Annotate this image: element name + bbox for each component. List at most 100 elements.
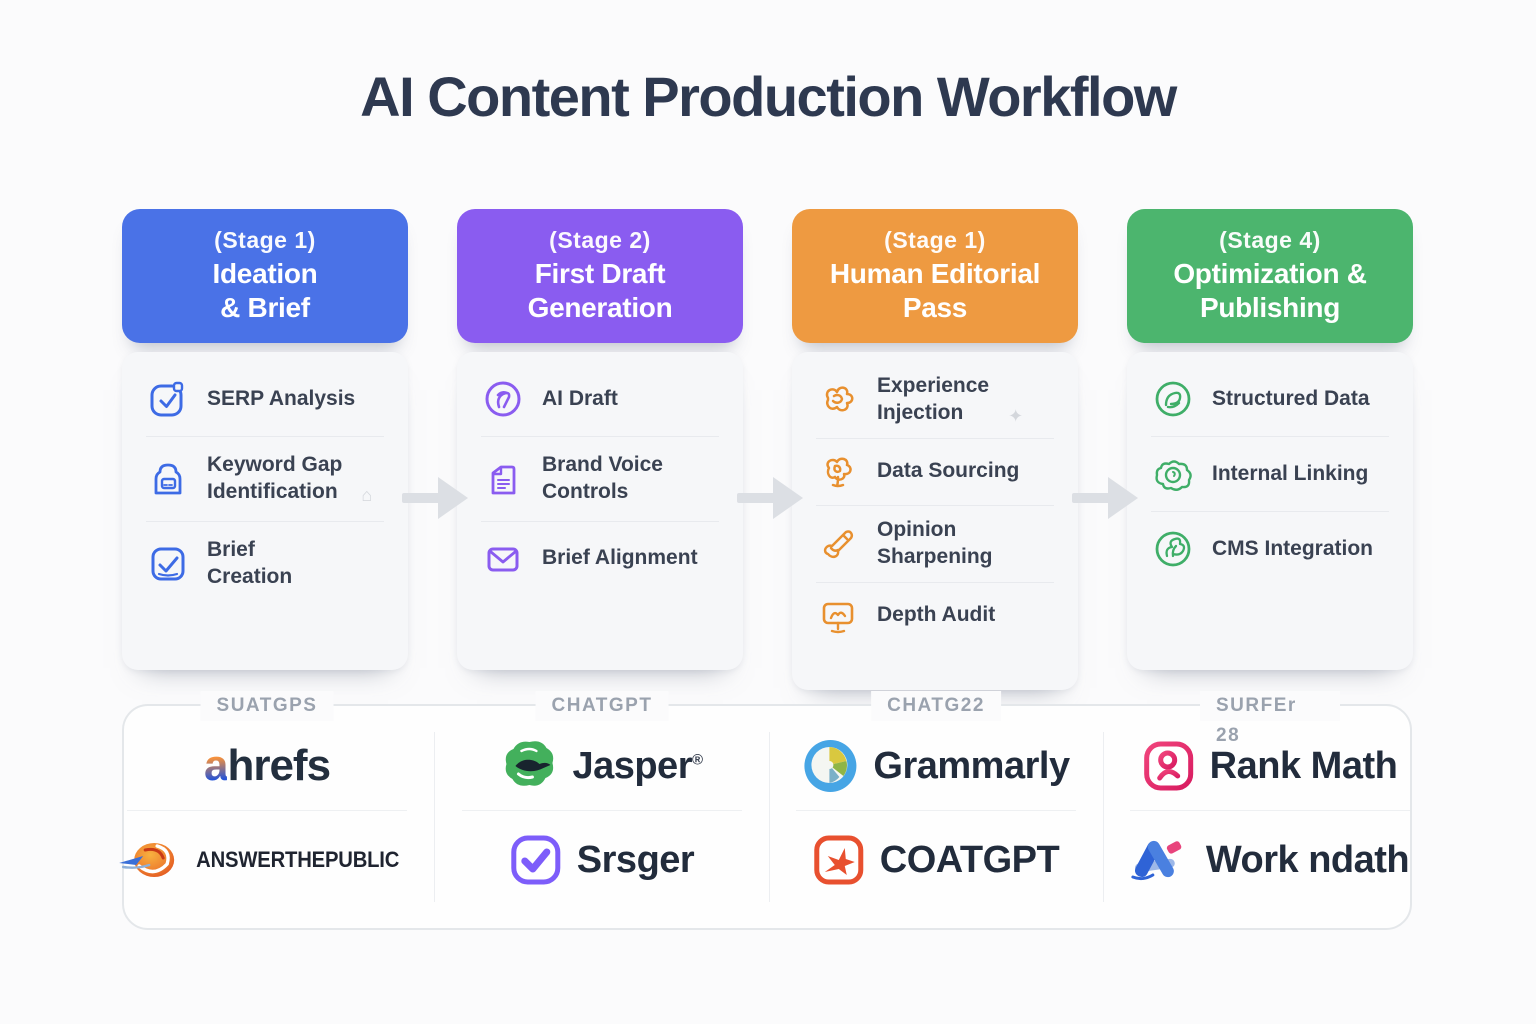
logo-answerthepublic: ANSWERTHEPUBLIC: [117, 830, 417, 890]
tool-group-label: CHATGPT: [535, 691, 669, 721]
logo-text: Srsger: [576, 838, 695, 881]
divider: [1103, 732, 1104, 902]
logo-text: Grammarly: [873, 744, 1070, 787]
stage-tag: (Stage 1): [884, 226, 986, 253]
logo-srsger: Srsger: [510, 830, 695, 890]
divider: [796, 810, 1076, 811]
item-label: Keyword Gap Identification: [207, 453, 343, 503]
list-item: Brief Creation: [146, 520, 384, 606]
scribble-monitor-icon: [822, 602, 854, 633]
cross-flower-icon: [1131, 840, 1182, 881]
document-icon: [491, 465, 516, 495]
item-label: AI Draft: [542, 386, 618, 410]
list-item: CMS Integration: [1151, 511, 1389, 586]
link-camera-icon: [1155, 460, 1192, 491]
registered-mark: ®: [691, 750, 703, 768]
stage-header: (Stage 1) Human Editorial Pass: [792, 209, 1078, 343]
stage-name: Human Editorial Pass: [829, 257, 1041, 323]
page-title: AI Content Production Workflow: [360, 65, 1177, 128]
stage-card: Structured Data Internal Linking CMS Int…: [1127, 352, 1413, 670]
rankmath-square-icon: [1144, 741, 1194, 791]
stage-header: (Stage 4) Optimization & Publishing: [1127, 209, 1413, 343]
logo-ahrefs: ahrefs: [203, 736, 331, 796]
logo-rankmath: Rank Math: [1143, 736, 1398, 796]
divider: [1130, 810, 1410, 811]
item-label: Brief Alignment: [542, 546, 698, 570]
item-label: SERP Analysis: [207, 386, 356, 410]
divider: [127, 810, 407, 811]
logo-text: ANSWERTHEPUBLIC: [196, 847, 400, 872]
stage-name: First Draft Generation: [527, 257, 673, 323]
list-item: Internal Linking: [1151, 436, 1389, 511]
ghost-artifact-icon: ⌂: [361, 484, 373, 505]
jasper-blob-icon: [505, 741, 554, 786]
item-label: CMS Integration: [1212, 536, 1373, 560]
list-item: Brief Alignment: [481, 520, 719, 596]
ghost-artifact-icon: ✦: [1008, 405, 1024, 426]
stage-column-ideation: (Stage 1) Ideation & Brief SERP Analysis…: [122, 209, 408, 670]
envelope-icon: [487, 547, 519, 572]
logo-text: Rank Math: [1209, 744, 1398, 787]
stage-tag: (Stage 1): [214, 226, 316, 253]
stage-tag: (Stage 2): [549, 226, 651, 253]
divider: [434, 732, 435, 902]
list-item: Keyword Gap Identification ⌂: [146, 436, 384, 521]
tool-group-label: SUATGPS: [200, 691, 334, 721]
stage-header: (Stage 2) First Draft Generation: [457, 209, 743, 343]
item-label: Internal Linking: [1212, 461, 1369, 485]
stage-tag: (Stage 4): [1219, 226, 1321, 253]
logo-jasper: Jasper®: [501, 736, 703, 796]
list-item: Opinion Sharpening: [816, 504, 1054, 582]
branch-circle-icon: [1155, 531, 1191, 567]
stage-header: (Stage 1) Ideation & Brief: [122, 209, 408, 343]
list-item: Structured Data: [1151, 362, 1389, 436]
flow-arrow-icon: [1072, 477, 1140, 519]
list-item: SERP Analysis: [146, 362, 384, 436]
stage-column-optimization: (Stage 4) Optimization & Publishing Stru…: [1127, 209, 1413, 670]
flow-arrow-icon: [737, 477, 805, 519]
ahrefs-wordmark: ahrefs: [203, 741, 331, 790]
item-label: Experience Injection: [877, 374, 990, 424]
list-item: Experience Injection ✦: [816, 362, 1054, 438]
list-item: AI Draft: [481, 362, 719, 436]
item-label: Opinion Sharpening: [877, 517, 993, 568]
stage-card: Experience Injection ✦ Data Sourcing Opi…: [792, 352, 1078, 690]
logo-workndath: Work ndath: [1131, 830, 1410, 890]
logo-text: Work ndath: [1205, 838, 1410, 881]
divider: [769, 732, 770, 902]
stage-name: Optimization & Publishing: [1173, 257, 1367, 323]
stage-column-editorial-pass: (Stage 1) Human Editorial Pass Experienc…: [792, 209, 1078, 690]
list-item: Depth Audit: [816, 581, 1054, 649]
stage-name: Ideation & Brief: [212, 257, 318, 323]
item-label: Brand Voice Controls: [542, 453, 663, 503]
tool-group-label: SURFEr 28: [1200, 691, 1340, 746]
logo-grammarly: Grammarly: [802, 736, 1070, 796]
grammarly-circle-icon: [804, 740, 857, 792]
check-square-icon: [511, 835, 561, 885]
flow-arrow-icon: [402, 477, 470, 519]
list-item: Data Sourcing: [816, 437, 1054, 505]
check-note-icon: [151, 547, 185, 581]
logo-text: COATGPT: [879, 838, 1060, 881]
stage-column-first-draft: (Stage 2) First Draft Generation AI Draf…: [457, 209, 743, 670]
check-badge-icon: [150, 381, 184, 417]
item-label: Depth Audit: [877, 603, 996, 627]
stage-card: SERP Analysis Keyword Gap Identification…: [122, 352, 408, 670]
list-item: Brand Voice Controls: [481, 436, 719, 521]
pen-circle-icon: [485, 381, 521, 417]
item-label: Brief Creation: [207, 537, 293, 588]
star-square-icon: [814, 835, 864, 885]
scribble-flower-icon: [826, 457, 852, 487]
tools-panel: SUATGPS CHATGPT CHATG22 SURFEr 28 ahrefs…: [119, 691, 1412, 930]
logo-text: Jasper®: [572, 744, 703, 787]
stage-card: AI Draft Brand Voice Controls Brief Alig…: [457, 352, 743, 670]
item-label: Data Sourcing: [877, 459, 1020, 483]
answerthepublic-swirl-icon: [119, 843, 175, 877]
scribble-wave-icon: [823, 529, 854, 558]
keyword-lock-icon: [154, 463, 182, 495]
divider: [462, 810, 742, 811]
scribble-cluster-icon: [825, 386, 854, 412]
tool-group-label: CHATG22: [871, 691, 1001, 721]
item-label: Structured Data: [1212, 386, 1370, 410]
logo-coatgpt: COATGPT: [813, 830, 1060, 890]
